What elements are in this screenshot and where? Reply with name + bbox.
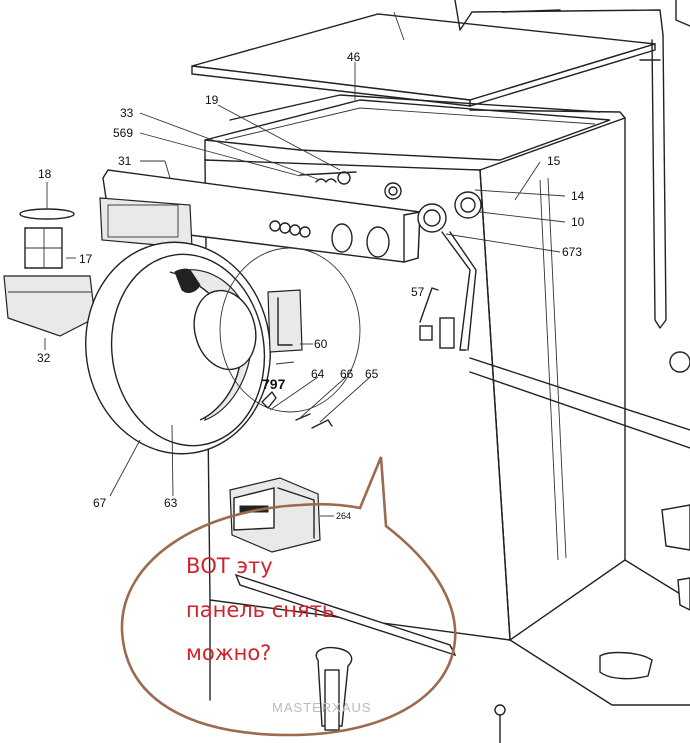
top-small-parts [299,171,357,185]
label-673: 673 [562,245,582,259]
label-64: 64 [311,367,325,381]
label-18: 18 [38,167,52,181]
label-14: 14 [571,189,585,203]
watermark: MASTERXAUS [272,700,372,715]
back-frame [454,0,690,329]
label-32: 32 [37,351,51,365]
top-lid [191,13,656,107]
label-63: 63 [164,496,178,510]
dispenser-parts [3,208,96,337]
label-19: 19 [205,93,219,107]
label-569: 569 [113,126,133,140]
door-assembly [85,241,361,455]
label-66: 66 [340,367,354,381]
label-46: 46 [347,50,361,64]
label-264: 264 [336,511,351,521]
lower-parts [234,351,690,743]
label-31: 31 [118,154,132,168]
label-797: 797 [262,376,286,392]
label-67: 67 [93,496,107,510]
note-line-2: панель снять [186,598,334,622]
label-33: 33 [120,106,134,120]
label-57: 57 [411,285,425,299]
cabinet-body [204,9,690,706]
note-line-1: ВОТ эту [186,554,273,578]
label-60: 60 [314,337,328,351]
rear-fittings [384,182,482,351]
control-panel [99,169,421,263]
leader-lines [44,11,566,517]
note-line-3: можно? [186,641,271,665]
label-17: 17 [79,252,93,266]
speech-bubble: ВОТ эту панель снять можно? [120,456,457,737]
label-15: 15 [547,154,561,168]
part-numbers: 46 19 33 569 31 18 17 32 15 14 10 673 57… [37,50,585,521]
inner-parts [261,287,455,429]
label-10: 10 [571,215,585,229]
label-65: 65 [365,367,379,381]
